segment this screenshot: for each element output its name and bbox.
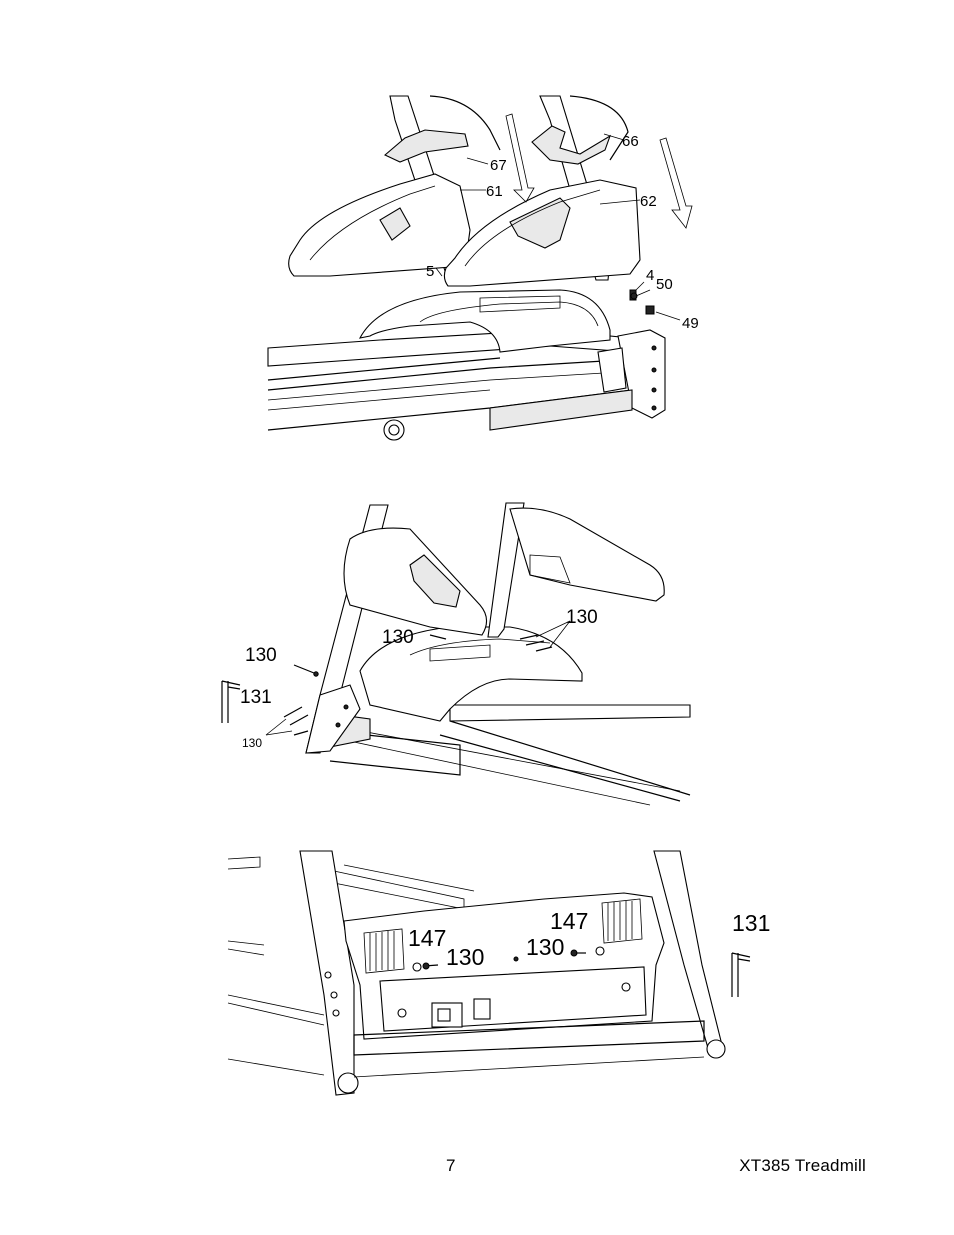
part-label-67: 67 (490, 157, 507, 174)
part-label-61: 61 (486, 183, 503, 200)
part-label-130-right: 130 (526, 934, 564, 960)
part-label-130-left: 130 (446, 944, 484, 970)
part-label-131: 131 (732, 910, 770, 936)
part-label-4: 4 (646, 267, 654, 284)
part-label-5: 5 (426, 263, 434, 280)
part-label-130-center: 130 (382, 627, 414, 648)
part-label-131: 131 (240, 687, 272, 708)
part-label-66: 66 (622, 133, 639, 150)
figure-2-drawing: 130 130 130 131 130 (221, 502, 691, 806)
washer-147-right (595, 946, 605, 956)
part-label-62: 62 (640, 193, 657, 210)
part-label-130-lower-left: 130 (242, 736, 262, 750)
assembly-figure-1: 67 66 61 62 5 4 50 49 (260, 90, 720, 450)
part-label-147-right: 147 (550, 908, 588, 934)
model-name: XT385 Treadmill (739, 1156, 866, 1175)
part-label-130-right: 130 (566, 607, 598, 628)
page-number: 7 (446, 1156, 456, 1175)
vent-left (363, 928, 405, 974)
part-label-130-upper-left: 130 (245, 645, 277, 666)
assembly-figure-2: 130 130 130 131 130 (210, 495, 700, 815)
power-switch (473, 998, 491, 1020)
vent-right (601, 898, 643, 944)
part-label-49: 49 (682, 315, 699, 332)
figure-3-drawing: 147 130 147 130 131 (227, 850, 770, 1096)
figure-1-drawing: 67 66 61 62 5 4 50 49 (267, 95, 699, 441)
part-label-147-left: 147 (408, 925, 446, 951)
part-label-50: 50 (656, 276, 673, 293)
assembly-figure-3: 147 130 147 130 131 (224, 845, 784, 1105)
washer-147-left (412, 962, 422, 972)
